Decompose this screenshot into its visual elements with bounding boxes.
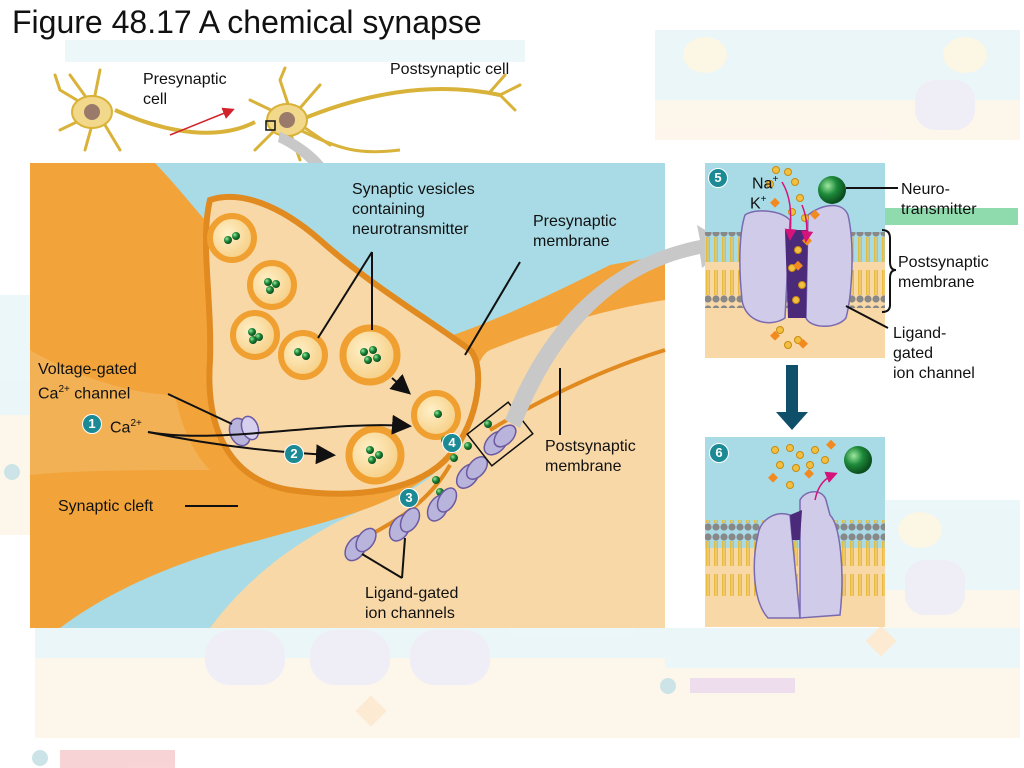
panel-6 xyxy=(705,437,885,627)
neuron-overview xyxy=(53,66,522,162)
ligand-gated-channels xyxy=(344,424,517,562)
step-badge-1: 1 xyxy=(82,414,102,434)
figure-title: Figure 48.17 A chemical synapse xyxy=(12,4,482,40)
label-synaptic-vesicles: Synaptic vesicles containing neurotransm… xyxy=(352,181,475,238)
label-ligand-gated-ion-channel: Ligand- gated ion channel xyxy=(893,325,975,382)
pointer-lines xyxy=(147,251,561,579)
step-badge-4: 4 xyxy=(442,433,462,453)
label-calcium-ions: Ca2+ xyxy=(110,418,142,437)
panel-5-pointers xyxy=(845,187,898,329)
label-postsynaptic-cell: Postsynaptic cell xyxy=(390,61,510,78)
label-synaptic-cleft: Synaptic cleft xyxy=(58,498,154,515)
panel-5 xyxy=(705,163,885,358)
step-badge-5: 5 xyxy=(708,168,728,188)
label-ligand-gated-ion-channels: Ligand-gated ion channels xyxy=(365,585,459,622)
label-presynaptic-membrane: Presynaptic membrane xyxy=(533,213,617,250)
label-sodium-ion: Na+ xyxy=(752,174,779,193)
label-postsynaptic-membrane-panel: Postsynaptic membrane xyxy=(898,254,989,291)
step-badge-6: 6 xyxy=(709,443,729,463)
label-neurotransmitter: Neuro- transmitter xyxy=(901,181,977,218)
main-synapse-panel xyxy=(30,163,666,628)
step-badge-2: 2 xyxy=(284,444,304,464)
label-postsynaptic-membrane-main: Postsynaptic membrane xyxy=(545,438,636,475)
down-arrow xyxy=(776,365,808,430)
step-badge-3: 3 xyxy=(399,488,419,508)
label-voltage-gated-channel: Voltage-gated Ca2+ channel xyxy=(38,361,137,403)
label-presynaptic-cell: Presynaptic cell xyxy=(143,71,227,108)
neurotransmitter-molecules xyxy=(224,232,492,496)
faded-background xyxy=(0,30,1020,768)
faded-highlight xyxy=(885,208,1018,225)
label-potassium-ion: K+ xyxy=(750,194,767,213)
